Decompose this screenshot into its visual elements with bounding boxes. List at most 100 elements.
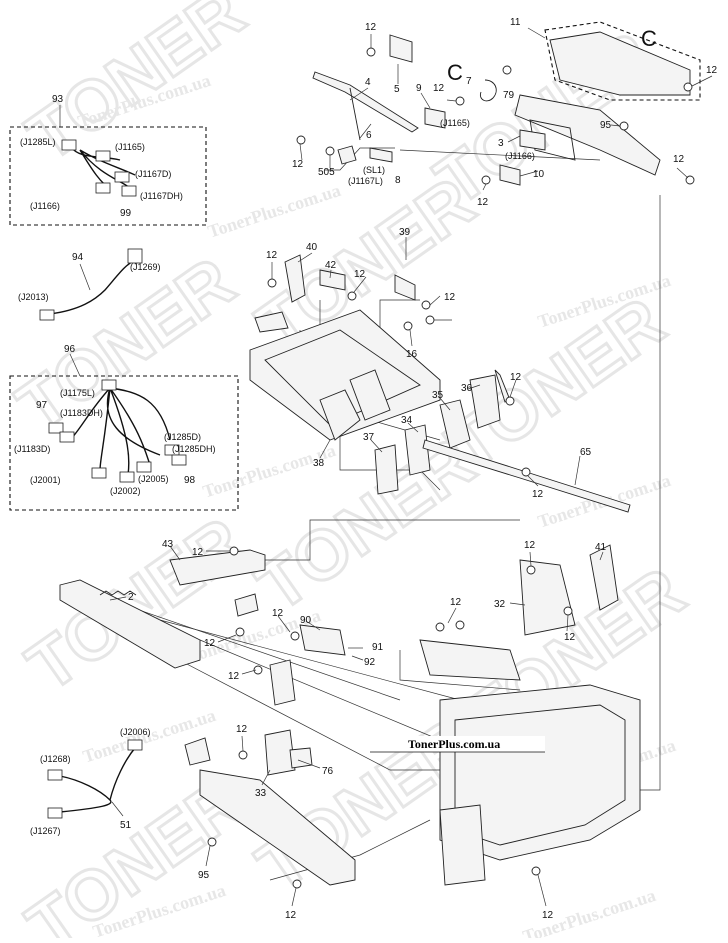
callout-51: 51 bbox=[120, 820, 132, 831]
callout-505: 505 bbox=[318, 167, 335, 178]
callout-37: 37 bbox=[363, 432, 375, 443]
callout-7: 7 bbox=[466, 76, 472, 87]
callout-12-f: 12 bbox=[477, 197, 489, 208]
watermark-brand-3: TONER bbox=[3, 242, 247, 446]
h51-j1268: (J1268) bbox=[40, 754, 71, 764]
harness-93-box bbox=[9, 126, 207, 226]
harness-51 bbox=[47, 739, 143, 819]
callout-12-o: 12 bbox=[228, 671, 240, 682]
callout-10: 10 bbox=[533, 169, 545, 180]
callout-2: 2 bbox=[128, 592, 134, 603]
top-bracket-assembly bbox=[312, 21, 701, 186]
h96-j1285dh: (J1285DH) bbox=[172, 444, 216, 454]
callout-12-d: 12 bbox=[292, 159, 304, 170]
watermark-site-2: TonerPlus.com.ua bbox=[205, 180, 343, 242]
h96-j1183dh: (J1183DH) bbox=[60, 408, 103, 418]
callout-35: 35 bbox=[432, 390, 444, 401]
callout-11: 11 bbox=[510, 17, 521, 28]
h96-j2005: (J2005) bbox=[138, 474, 169, 484]
callout-12-u: 12 bbox=[542, 910, 554, 921]
callout-12-g: 12 bbox=[266, 250, 278, 261]
callout-95-b: 95 bbox=[198, 870, 210, 881]
callout-12-j: 12 bbox=[510, 372, 522, 383]
watermark-brand-6: TONER bbox=[13, 502, 257, 706]
connector-j1165-top: (J1165) bbox=[440, 118, 470, 128]
connector-j1166-top: (J1166) bbox=[505, 151, 535, 161]
callout-98: 98 bbox=[184, 475, 196, 486]
callout-34: 34 bbox=[401, 415, 413, 426]
connector-labels: (J1165) (J1166) (SL1) (J1167L) 93 (J1285… bbox=[14, 94, 535, 836]
site-label: TonerPlus.com.ua bbox=[408, 737, 500, 751]
callout-12-c: 12 bbox=[433, 83, 445, 94]
callout-3: 3 bbox=[498, 138, 504, 149]
h94-j2013: (J2013) bbox=[18, 292, 49, 302]
callout-43: 43 bbox=[162, 539, 174, 550]
callout-12-s: 12 bbox=[236, 724, 248, 735]
watermark-site-4: TonerPlus.com.ua bbox=[200, 440, 338, 502]
h94-j1269: (J1269) bbox=[130, 262, 161, 272]
detail-marker-c-right: C bbox=[641, 26, 657, 51]
watermark-site-10: TonerPlus.com.ua bbox=[520, 885, 658, 938]
callout-76: 76 bbox=[322, 766, 334, 777]
h96-j1175l: (J1175L) bbox=[60, 388, 95, 398]
callout-91: 91 bbox=[372, 642, 384, 653]
callout-12-k: 12 bbox=[532, 489, 544, 500]
detail-marker-c-left: C bbox=[447, 60, 463, 85]
callout-90: 90 bbox=[300, 615, 312, 626]
h96-j2002: (J2002) bbox=[110, 486, 141, 496]
callout-42: 42 bbox=[325, 260, 337, 271]
callout-41: 41 bbox=[595, 542, 607, 553]
callout-12-p: 12 bbox=[524, 540, 536, 551]
harness-94 bbox=[39, 248, 143, 321]
callout-79: 79 bbox=[503, 90, 515, 101]
h51-j1267: (J1267) bbox=[30, 826, 61, 836]
callout-95-a: 95 bbox=[600, 120, 612, 131]
callout-92: 92 bbox=[364, 657, 376, 668]
connector-j1167l: (J1167L) bbox=[348, 176, 383, 186]
callout-12-q: 12 bbox=[450, 597, 462, 608]
callout-33: 33 bbox=[255, 788, 267, 799]
callout-12-i: 12 bbox=[444, 292, 456, 303]
callout-12-a: 12 bbox=[365, 22, 377, 33]
h96-j2001: (J2001) bbox=[30, 475, 61, 485]
callout-9: 9 bbox=[416, 83, 422, 94]
h93-j1166: (J1166) bbox=[30, 201, 60, 211]
callout-5: 5 bbox=[394, 84, 400, 95]
h93-j1285l: (J1285L) bbox=[20, 137, 56, 147]
callout-99: 99 bbox=[120, 208, 132, 219]
middle-parts bbox=[249, 254, 631, 513]
callout-12-h: 12 bbox=[354, 269, 366, 280]
h51-j2006: (J2006) bbox=[120, 727, 151, 737]
callout-12-b: 12 bbox=[706, 65, 718, 76]
callout-40: 40 bbox=[306, 242, 318, 253]
connector-sl1: (SL1) bbox=[363, 165, 385, 175]
site-caption: TonerPlus.com.ua bbox=[370, 736, 545, 753]
callout-36: 36 bbox=[461, 383, 473, 394]
callout-8: 8 bbox=[395, 175, 401, 186]
callout-12-n: 12 bbox=[204, 638, 216, 649]
group-96-label: 96 bbox=[64, 344, 76, 355]
callout-12-m: 12 bbox=[272, 608, 284, 619]
h93-j1167dh: (J1167DH) bbox=[140, 191, 183, 201]
callout-12-r: 12 bbox=[564, 632, 576, 643]
screws bbox=[207, 47, 695, 889]
callout-12-t: 12 bbox=[285, 910, 297, 921]
callout-12-e: 12 bbox=[673, 154, 685, 165]
callout-65: 65 bbox=[580, 447, 592, 458]
h93-j1167d: (J1167D) bbox=[135, 169, 171, 179]
group-93-label: 93 bbox=[52, 94, 64, 105]
h96-j1285d: (J1285D) bbox=[164, 432, 201, 442]
callout-6: 6 bbox=[366, 130, 372, 141]
callout-labels: 12 11 C 12 4 5 9 7 79 12 95 6 3 12 505 8… bbox=[120, 17, 718, 921]
callout-94: 94 bbox=[72, 252, 84, 263]
callout-12-l: 12 bbox=[192, 547, 204, 558]
h96-j1183d: (J1183D) bbox=[14, 444, 50, 454]
leader-lines bbox=[59, 27, 713, 907]
callout-4: 4 bbox=[365, 77, 371, 88]
harness-96-box bbox=[9, 375, 239, 511]
callout-32: 32 bbox=[494, 599, 506, 610]
lower-frame bbox=[59, 544, 641, 886]
callout-16: 16 bbox=[406, 349, 418, 360]
